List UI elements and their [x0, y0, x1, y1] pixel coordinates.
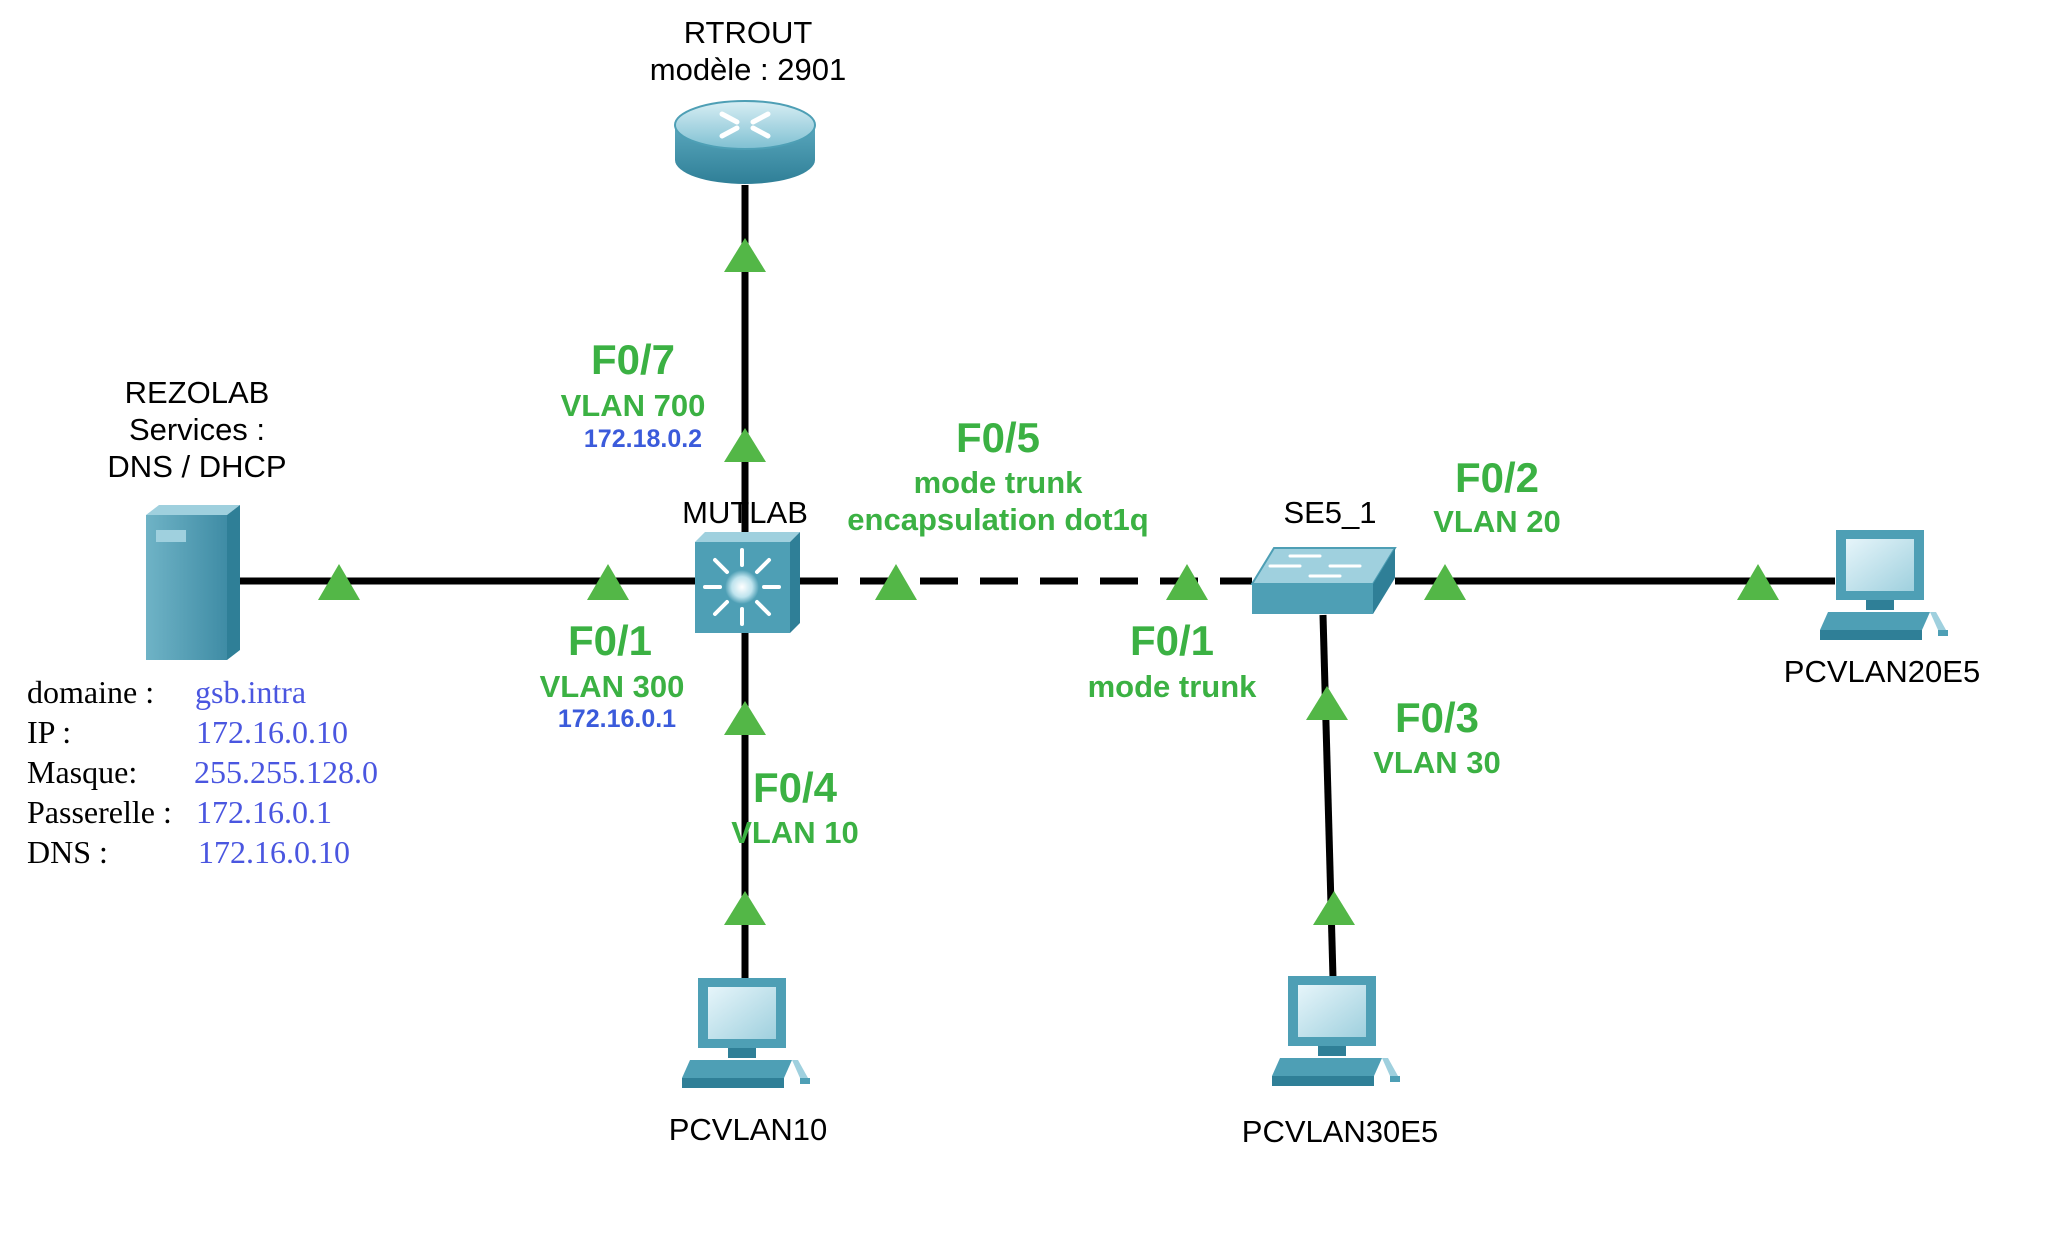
vlan-label-20: VLAN 20 [1433, 504, 1560, 539]
pc10-device[interactable]: PCVLAN10 [669, 978, 828, 1147]
port-label-mutlab-f04: F0/4 [753, 764, 838, 811]
router-name-label: RTROUT [684, 15, 813, 50]
port-label-mutlab-f07: F0/7 [591, 336, 675, 383]
ip-label-mutlab-server: 172.16.0.1 [558, 705, 676, 733]
link-up-indicator-icon [1737, 564, 1779, 600]
info-value-gateway: 172.16.0.1 [196, 794, 332, 830]
pc-icon [682, 978, 810, 1088]
se5-name-label: SE5_1 [1283, 495, 1376, 530]
link-up-indicator-icon [875, 564, 917, 600]
port-label-se5-f01: F0/1 [1130, 617, 1214, 664]
link-up-indicator-icon [724, 428, 766, 462]
link-up-indicator-icon [1166, 564, 1208, 600]
server-services-label: Services : [129, 412, 265, 447]
vlan-label-300: VLAN 300 [540, 669, 685, 704]
pc20-device[interactable]: PCVLAN20E5 [1784, 530, 1980, 689]
multilayer-switch-device[interactable]: MUTLAB [682, 495, 808, 633]
port-label-se5-f03: F0/3 [1395, 694, 1479, 741]
switch-device[interactable]: SE5_1 [1250, 495, 1397, 614]
ip-label-mutlab-router: 172.18.0.2 [584, 425, 702, 453]
trunk-mode-label-mutlab: mode trunk [914, 465, 1084, 500]
vlan-label-30: VLAN 30 [1373, 745, 1500, 780]
link-up-indicator-icon [1424, 564, 1466, 600]
info-value-domain: gsb.intra [195, 674, 306, 710]
mutlab-name-label: MUTLAB [682, 495, 808, 530]
port-label-mutlab-f01: F0/1 [568, 617, 652, 664]
link-up-indicator-icon [724, 701, 766, 735]
server-device[interactable]: REZOLAB Services : DNS / DHCP [107, 375, 287, 660]
info-value-dns: 172.16.0.10 [198, 834, 350, 870]
pc20-name-label: PCVLAN20E5 [1784, 654, 1980, 689]
link-up-indicator-icon [318, 564, 360, 600]
info-value-ip: 172.16.0.10 [196, 714, 348, 750]
interface-labels: F0/7 VLAN 700 172.18.0.2 F0/1 VLAN 300 1… [540, 336, 1561, 850]
info-key-gateway: Passerelle : [27, 794, 172, 830]
router-icon [674, 100, 816, 184]
vlan-label-700: VLAN 700 [561, 388, 706, 423]
router-device[interactable]: RTROUT modèle : 2901 [650, 15, 846, 184]
pc-icon [1272, 976, 1400, 1086]
link-indicators [318, 238, 1779, 925]
info-key-ip: IP : [27, 714, 71, 750]
info-key-dns: DNS : [27, 834, 108, 870]
port-label-se5-f02: F0/2 [1455, 454, 1539, 501]
info-value-mask: 255.255.128.0 [194, 754, 378, 790]
router-model-label: modèle : 2901 [650, 52, 846, 87]
info-key-domain: domaine : [27, 674, 154, 710]
port-label-mutlab-f05: F0/5 [956, 414, 1040, 461]
pc30-name-label: PCVLAN30E5 [1242, 1114, 1438, 1149]
server-name-label: REZOLAB [125, 375, 270, 410]
link-up-indicator-icon [587, 564, 629, 600]
multilayer-switch-icon [695, 532, 800, 633]
pc10-name-label: PCVLAN10 [669, 1112, 828, 1147]
links [240, 185, 1835, 980]
server-config-info: domaine : gsb.intra IP : 172.16.0.10 Mas… [27, 674, 378, 870]
vlan-label-10: VLAN 10 [731, 815, 858, 850]
trunk-mode-label-se5: mode trunk [1088, 669, 1258, 704]
server-icon [146, 505, 240, 660]
trunk-encapsulation-label: encapsulation dot1q [847, 502, 1148, 537]
pc-icon [1820, 530, 1948, 640]
info-key-mask: Masque: [27, 754, 137, 790]
link-up-indicator-icon [724, 238, 766, 272]
link-up-indicator-icon [1313, 891, 1355, 925]
link-up-indicator-icon [724, 891, 766, 925]
server-services-list-label: DNS / DHCP [107, 449, 286, 484]
pc30-device[interactable]: PCVLAN30E5 [1242, 976, 1438, 1149]
link-up-indicator-icon [1306, 686, 1348, 720]
switch-icon [1250, 547, 1397, 614]
